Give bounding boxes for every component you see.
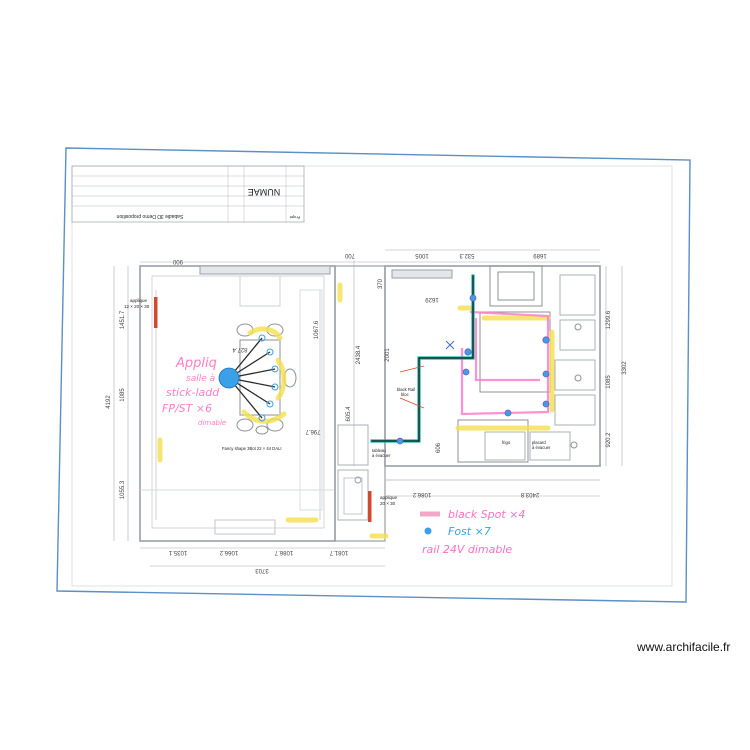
yellow-rail-highlights <box>157 282 555 539</box>
applique-left-label-2: 12 × 20 × 30 <box>124 304 150 309</box>
tableau-label-1: tableau <box>372 448 386 453</box>
applique-bottom-label-1: applique <box>380 495 398 500</box>
dim-top-0: 900 <box>172 258 183 264</box>
legend-item-3: rail 24V dimable <box>422 543 512 556</box>
title-block-project-label: Projet <box>289 215 300 220</box>
dim-inner-7: 605.4 <box>346 406 352 422</box>
sheet-border <box>56 147 691 603</box>
legend: black Spot ×4 Fost ×7 rail 24V dimable <box>420 508 525 556</box>
dim-top-1: 700 <box>344 252 355 258</box>
pink-rail <box>460 310 550 416</box>
dim-bottom-left-0: 1035.1 <box>168 549 187 555</box>
dim-inner-2: 2438.4 <box>356 345 362 364</box>
small-annotations: applique 12 × 20 × 30 applique 20 × 30 F… <box>124 298 551 506</box>
dim-inner-6: 796.7 <box>305 428 321 434</box>
spot-markers-x <box>445 340 455 350</box>
dim-inner-5: 606 <box>436 442 442 453</box>
dim-inner-3: 2001 <box>385 348 391 362</box>
dim-left-3: 1055.3 <box>120 480 126 499</box>
dimension-lines <box>113 249 623 567</box>
black-rail-label-2: bloc <box>401 392 409 397</box>
dim-inner-8: 370 <box>378 278 384 289</box>
hand-note-4: dimable <box>198 419 226 427</box>
legend-item-1: black Spot ×4 <box>448 508 525 521</box>
dim-left-0: 1451.7 <box>120 310 126 329</box>
sheet-inner-frame <box>71 165 673 587</box>
dim-top-4: 1689 <box>533 252 547 258</box>
watermark: www.archifacile.fr <box>637 640 731 654</box>
dim-inner-1: 1067.6 <box>314 320 320 339</box>
dim-right-2: 3302 <box>622 361 628 375</box>
suspension-label: Fancy shape 3Bot 22 × 44 DALI <box>222 446 281 451</box>
spot-points <box>396 294 550 445</box>
dimension-texts: 900 700 1005 532.3 1689 1035.1 1066.2 10… <box>106 252 628 573</box>
placard-label-1: placard <box>532 440 546 445</box>
placard-label-2: à évacuer <box>532 445 551 450</box>
title-block-project: Sabadie 3D Demo proposition <box>116 213 183 219</box>
title-block-logo: NUMAE <box>248 187 281 197</box>
legend-item-2: Fost ×7 <box>448 525 491 538</box>
tableau-label-2: à évacuer <box>372 453 391 458</box>
hand-note-3: FP/ST ×6 <box>162 402 212 415</box>
dim-left-1: 1085 <box>120 388 126 402</box>
hand-note-2: stick-ladd <box>166 386 220 399</box>
dim-overall-bottom: 3703 <box>255 567 269 573</box>
hand-note-1: salle à <box>186 374 215 384</box>
title-block: NUMAE Projet Sabadie 3D Demo proposition <box>71 165 305 223</box>
dim-bottom-right-0: 1086.2 <box>412 491 431 497</box>
dim-bottom-left-1: 1066.2 <box>219 549 238 555</box>
dim-bottom-left-2: 1086.7 <box>274 549 293 555</box>
dim-right-3: 920.2 <box>606 432 612 448</box>
dim-bottom-right-1: 2403.8 <box>520 491 539 497</box>
legend-point-swatch <box>424 527 432 535</box>
dim-inner-4: 1629 <box>425 296 439 302</box>
black-rail-label-1: black Rail <box>397 387 415 392</box>
dim-right-1: 1085 <box>606 375 612 389</box>
applique-left-marker <box>154 297 158 328</box>
applique-bottom-label-2: 20 × 30 <box>380 501 396 506</box>
dim-top-2: 1005 <box>415 252 429 258</box>
dim-left-2: 4192 <box>106 395 112 409</box>
handwritten-notes: Appliq salle à stick-ladd FP/ST ×6 dimab… <box>162 356 226 427</box>
applique-bottom-marker <box>368 491 372 522</box>
dim-top-3: 532.3 <box>459 252 475 258</box>
frigo-label: frigo <box>502 440 511 445</box>
suspension-hub <box>218 367 240 389</box>
hand-note-0: Appliq <box>175 356 217 371</box>
dim-bottom-left-3: 1081.7 <box>329 549 348 555</box>
applique-left-label-1: applique <box>130 298 148 303</box>
dim-right-0: 1299.6 <box>606 310 612 329</box>
dim-inner-0: 827.4 <box>232 346 248 352</box>
